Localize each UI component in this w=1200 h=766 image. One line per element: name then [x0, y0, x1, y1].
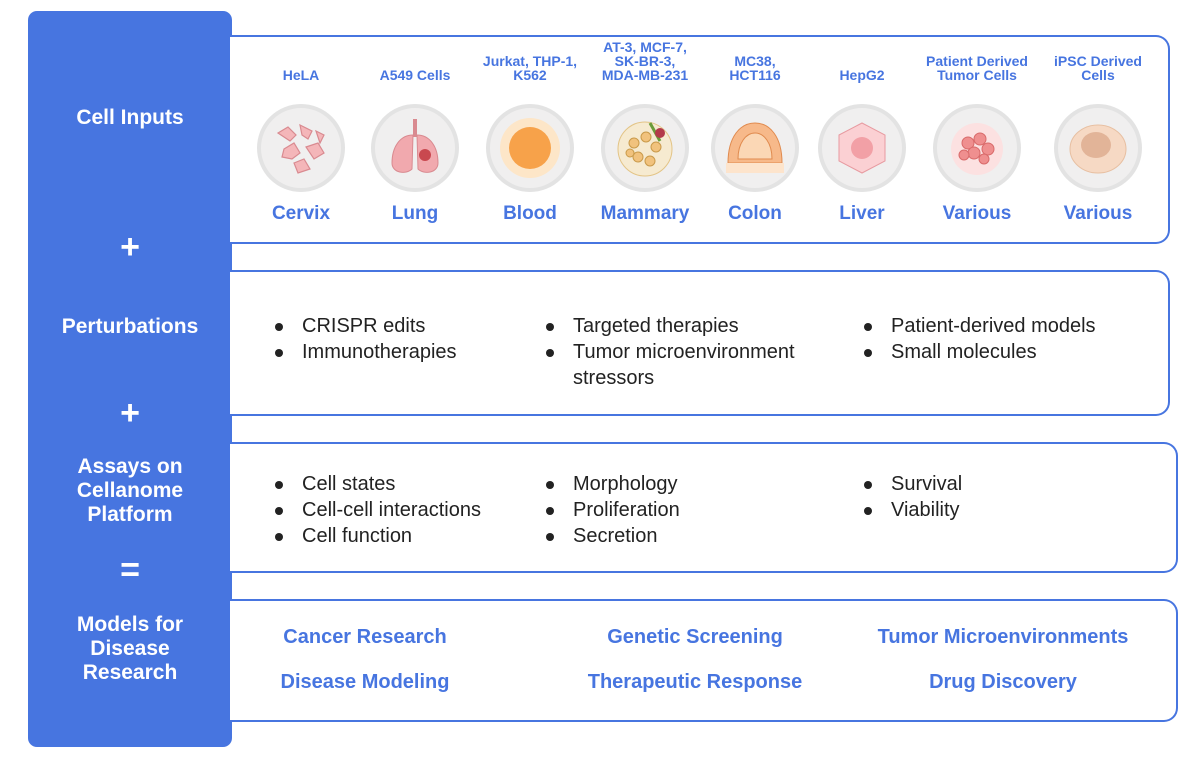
list-item: CRISPR edits — [272, 313, 457, 339]
tissue-label: Blood — [503, 203, 557, 224]
list-item: Targeted therapies — [543, 313, 795, 339]
tissue-label: Various — [942, 203, 1012, 224]
list-item: Small molecules — [861, 339, 1096, 365]
perturbations-panel — [230, 270, 1170, 416]
tissue-label: Colon — [728, 203, 782, 224]
perturbations-label: Perturbations — [61, 315, 199, 338]
application-label: Drug Discovery — [929, 671, 1077, 693]
blood-cell-icon — [486, 104, 574, 192]
list-item: Cell-cell interactions — [272, 497, 481, 523]
plus-operator-2: + — [120, 394, 140, 432]
cell-line-name: A549 Cells — [379, 67, 451, 83]
assays-panel — [230, 442, 1178, 573]
cell-line-name: iPSC Derived Cells — [1054, 53, 1142, 83]
liver-cell-icon — [818, 104, 906, 192]
models-panel — [230, 599, 1178, 722]
application-label: Genetic Screening — [607, 626, 783, 648]
assays-list-3: Survival Viability — [861, 471, 962, 523]
tumor-cells-icon — [933, 104, 1021, 192]
cell-line-name: AT-3, MCF-7, SK-BR-3, MDA-MB-231 — [601, 39, 689, 83]
list-item: Patient-derived models — [861, 313, 1096, 339]
assays-list-2: Morphology Proliferation Secretion — [543, 471, 680, 549]
assays-list-1: Cell states Cell-cell interactions Cell … — [272, 471, 481, 549]
equals-operator: = — [120, 551, 140, 589]
application-label: Cancer Research — [283, 626, 447, 648]
perturbations-list-3: Patient-derived models Small molecules — [861, 313, 1096, 365]
cell-line-name: MC38, HCT116 — [729, 53, 781, 83]
list-item: Viability — [861, 497, 962, 523]
list-item: Proliferation — [543, 497, 680, 523]
perturbations-list-2: Targeted therapies Tumor microenvironmen… — [543, 313, 795, 391]
perturbations-list-1: CRISPR edits Immunotherapies — [272, 313, 457, 365]
tissue-label: Liver — [839, 203, 885, 224]
application-label: Disease Modeling — [280, 671, 450, 693]
tissue-label: Cervix — [271, 203, 331, 224]
list-item: Secretion — [543, 523, 680, 549]
list-item: Morphology — [543, 471, 680, 497]
plus-operator-1: + — [120, 228, 140, 266]
cell-line-name: Jurkat, THP-1, K562 — [482, 53, 578, 83]
cell-line-name: Patient Derived Tumor Cells — [926, 53, 1028, 83]
cell-line-name: HeLA — [282, 67, 320, 83]
sidebar — [28, 11, 232, 747]
list-item: Survival — [861, 471, 962, 497]
tissue-label: Various — [1063, 203, 1133, 224]
application-label: Tumor Microenvironments — [877, 626, 1129, 648]
list-item: Cell function — [272, 523, 481, 549]
tissue-label: Mammary — [600, 203, 690, 224]
colon-icon — [711, 104, 799, 192]
cervix-cells-icon — [257, 104, 345, 192]
list-item: Cell states — [272, 471, 481, 497]
cell-line-name: HepG2 — [839, 67, 885, 83]
tissue-label: Lung — [391, 203, 439, 224]
application-label: Therapeutic Response — [587, 671, 803, 693]
ipsc-cell-icon — [1054, 104, 1142, 192]
list-item: Tumor microenvironment stressors — [543, 339, 795, 391]
list-item: Immunotherapies — [272, 339, 457, 365]
lung-icon — [371, 104, 459, 192]
cell-inputs-label: Cell Inputs — [76, 106, 184, 129]
mammary-icon — [601, 104, 689, 192]
